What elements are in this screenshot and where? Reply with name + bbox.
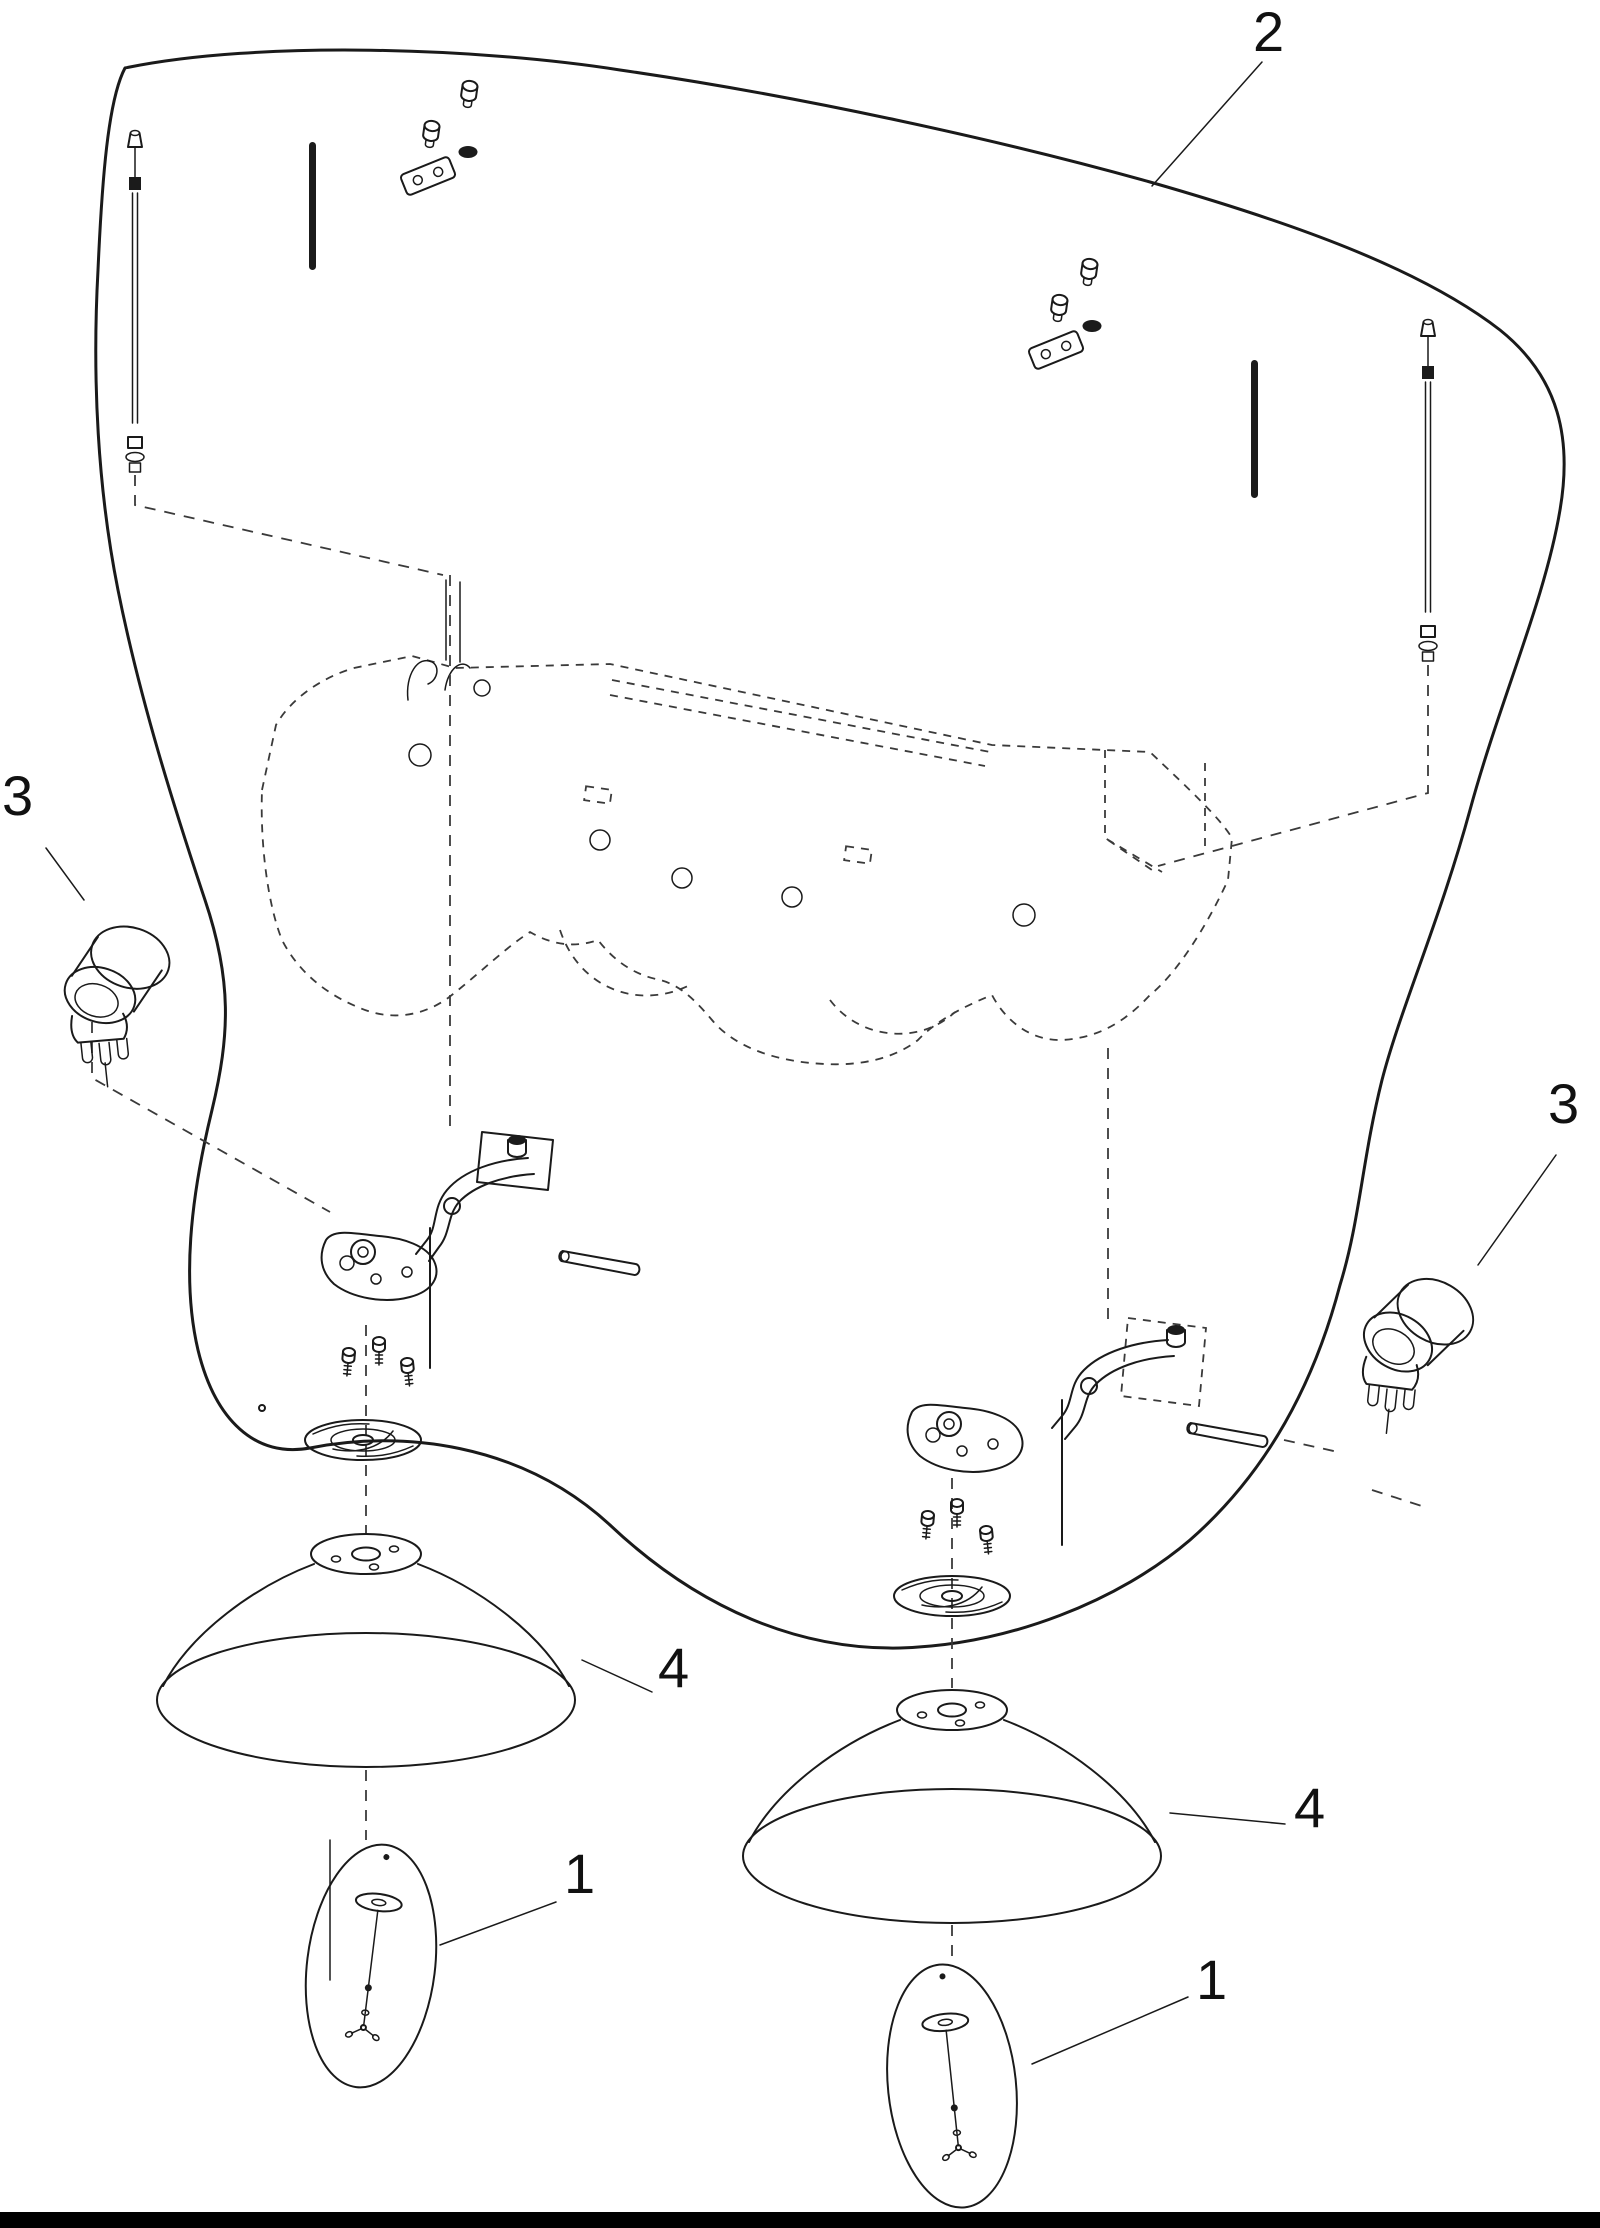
leader-lines	[45, 61, 1557, 2065]
callout-4-right: 4	[1294, 1776, 1326, 1839]
cover-outline	[94, 48, 1566, 1650]
screw-cluster-right	[918, 1498, 996, 1556]
callout-1-left: 1	[564, 1842, 596, 1905]
slot-bar-left	[309, 142, 316, 270]
chassis-dashed-outline	[260, 579, 1233, 1066]
spindle-bracket-right	[906, 1316, 1270, 1546]
fastener-set-top-left	[399, 79, 480, 196]
callout-2: 2	[1253, 0, 1285, 63]
cutting-disc-right	[742, 1689, 1162, 1924]
screw-cluster-left	[258, 1336, 417, 1412]
assembly-axes	[91, 475, 1429, 1962]
blade-kit-right	[876, 1958, 1029, 2214]
roller-left	[47, 908, 193, 1093]
callout-1-right: 1	[1196, 1948, 1228, 2011]
cutting-disc-left	[156, 1533, 576, 1768]
spindle-bracket-left	[320, 1131, 642, 1369]
callout-4-left: 4	[658, 1636, 690, 1699]
bottom-border-bar	[0, 2212, 1600, 2228]
blade-kit-left	[293, 1837, 450, 2095]
callout-3-left: 3	[2, 764, 34, 827]
roller-right	[1343, 1259, 1490, 1444]
adjuster-rod-left	[125, 129, 145, 473]
fastener-set-mid-right	[1027, 257, 1102, 370]
adjuster-rod-right	[1418, 318, 1438, 662]
callout-3-right: 3	[1548, 1072, 1580, 1135]
slot-bar-right	[1251, 360, 1258, 498]
